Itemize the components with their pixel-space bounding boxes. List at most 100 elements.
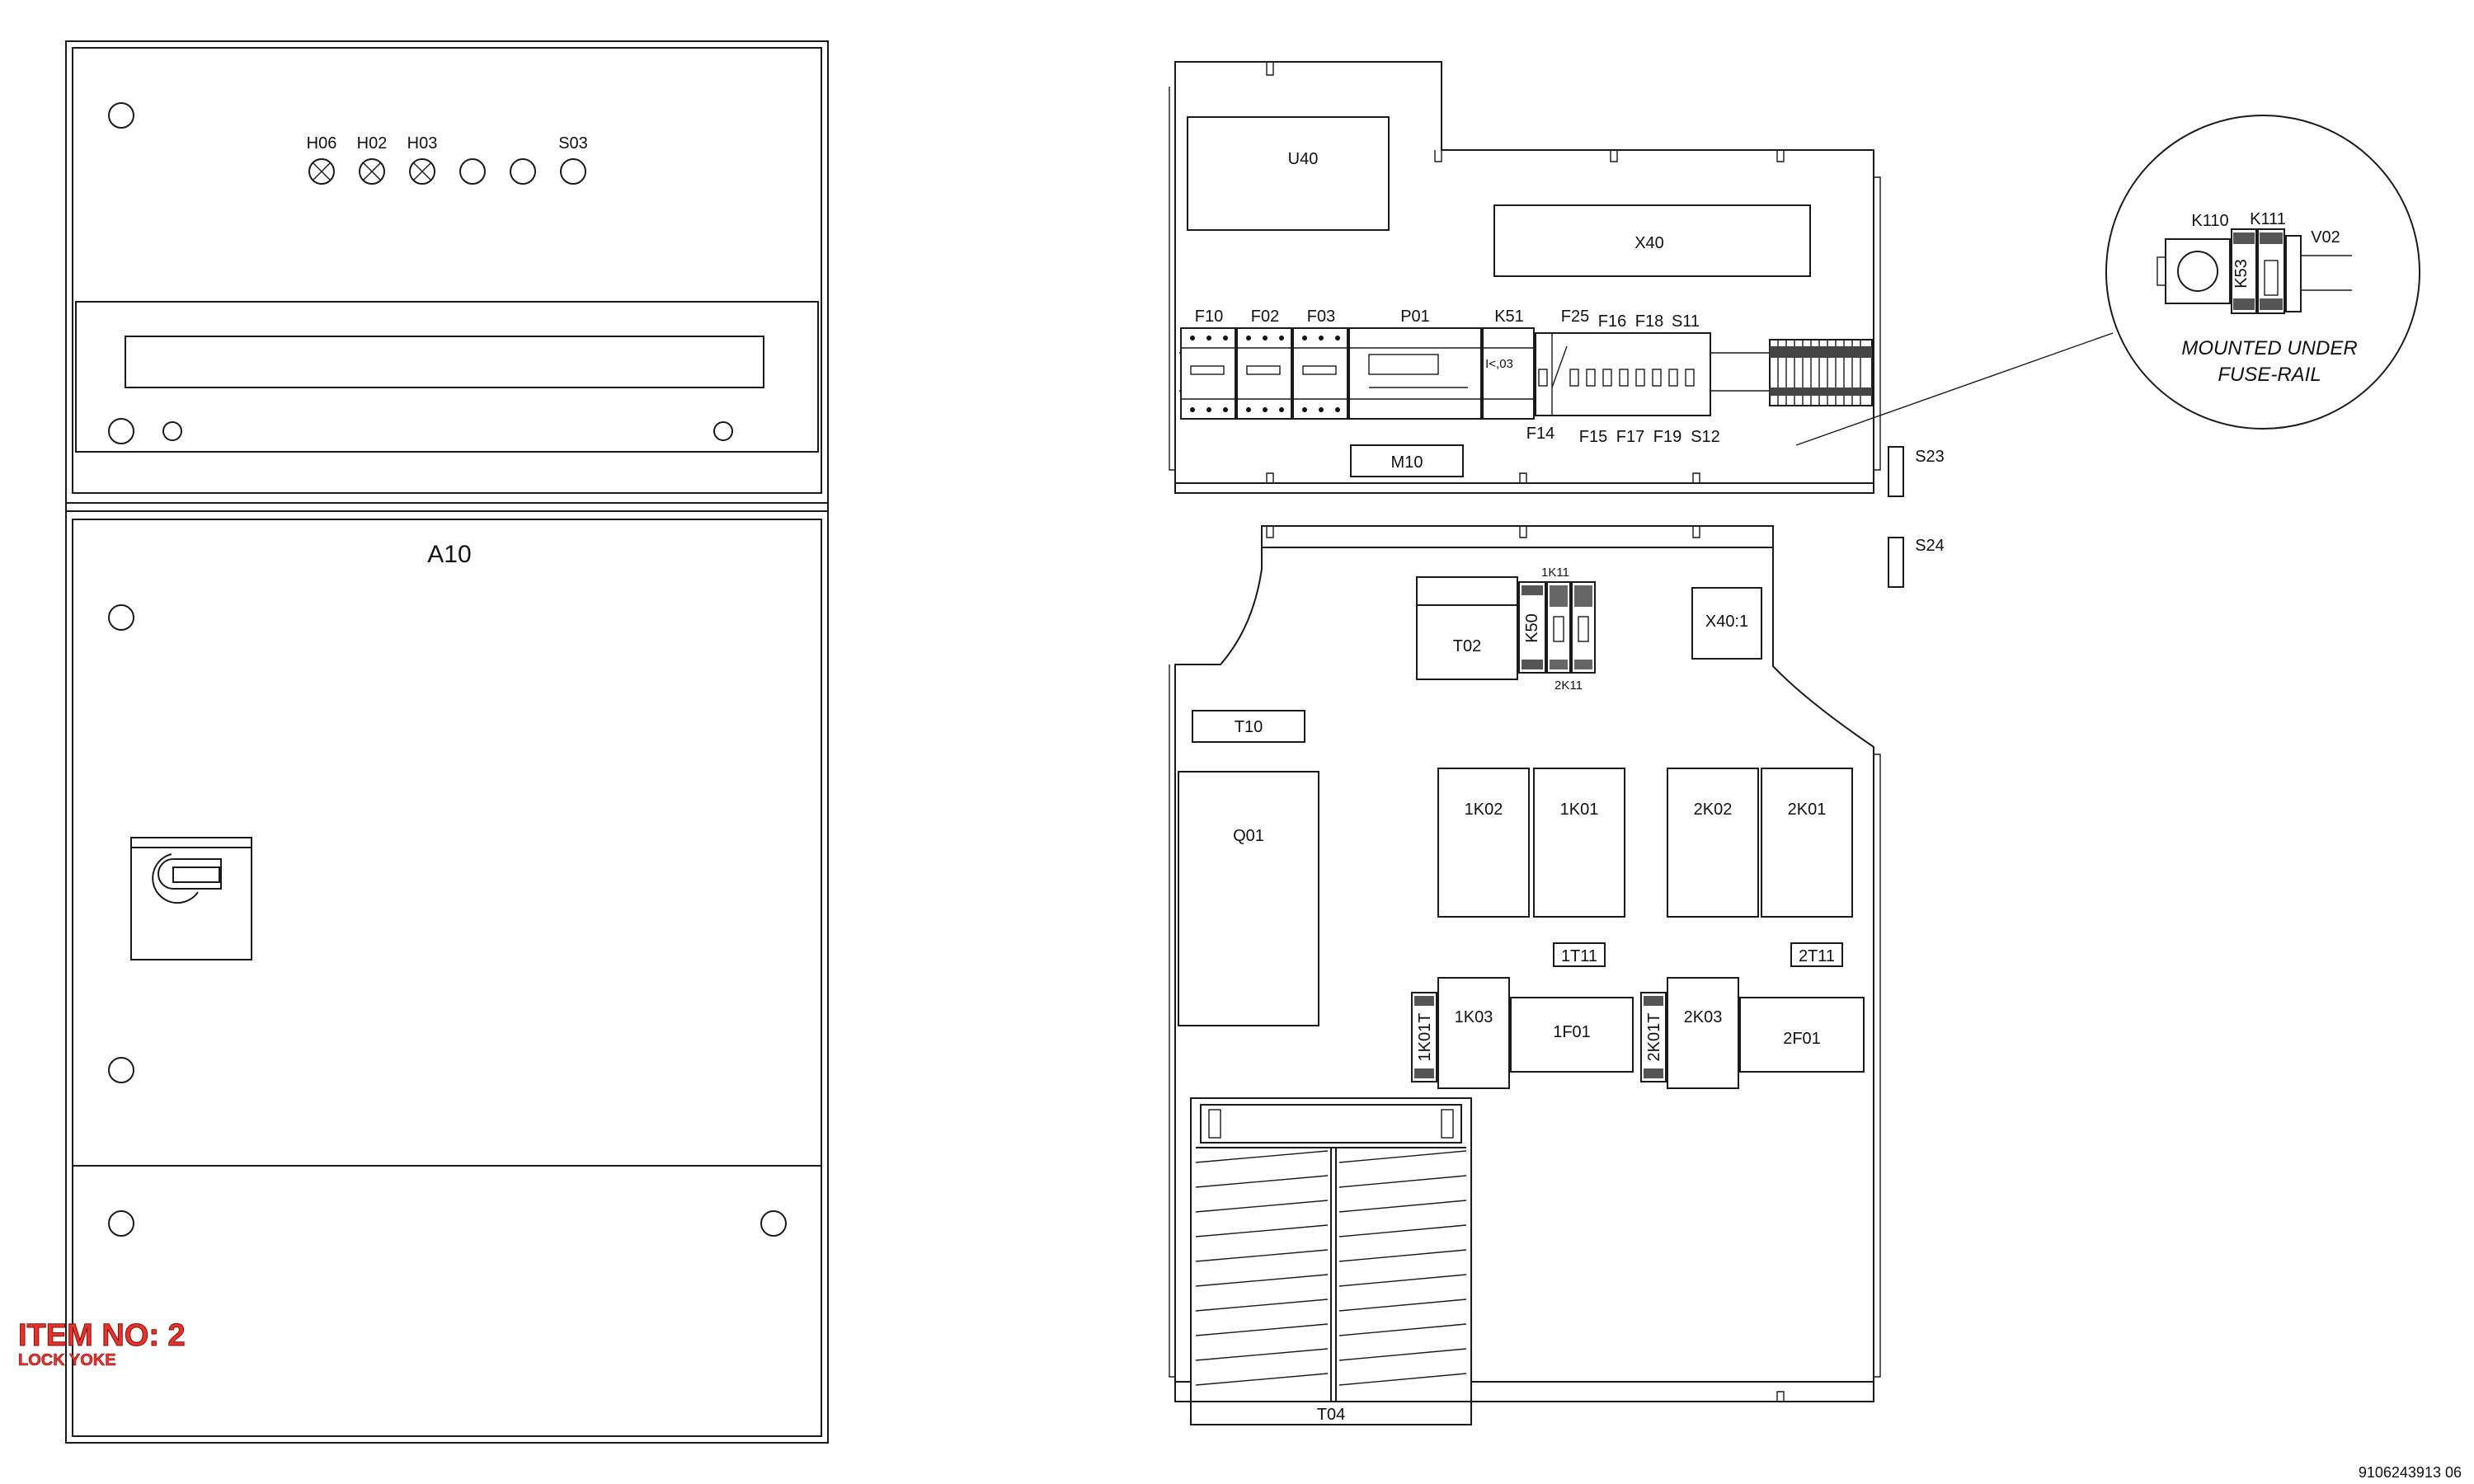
label-k51: K51 — [1494, 308, 1524, 326]
relay-1k01t — [1411, 992, 1437, 1082]
label-1k02: 1K02 — [1465, 801, 1503, 819]
breaker-f02 — [1236, 327, 1292, 420]
label-2k11: 2K11 — [1554, 679, 1583, 693]
label-f19: F19 — [1653, 428, 1681, 446]
component-u40 — [1187, 116, 1390, 231]
relay-2k01t — [1640, 992, 1667, 1082]
main-door-a10 — [72, 519, 822, 1437]
breaker-f10 — [1180, 327, 1236, 420]
contactor-1k02 — [1437, 768, 1530, 918]
label-k50: K50 — [1523, 613, 1541, 643]
label-s12: S12 — [1691, 428, 1720, 446]
upper-plate-outline — [1174, 61, 1874, 494]
breaker-f03 — [1292, 327, 1348, 420]
spare-lamp-hole — [459, 158, 486, 185]
label-t04: T04 — [1317, 1406, 1345, 1424]
transformer-t02 — [1416, 576, 1518, 680]
switch-s03 — [560, 158, 586, 185]
label-k53: K53 — [2232, 259, 2251, 289]
label-f02: F02 — [1251, 308, 1279, 326]
label-k111: K111 — [2250, 210, 2286, 228]
label-f03: F03 — [1307, 308, 1335, 326]
label-f14: F14 — [1526, 425, 1554, 443]
detail-note-line-2: FUSE-RAIL — [2218, 364, 2321, 386]
terminal-block — [1769, 339, 1873, 406]
contactor-2k02 — [1667, 768, 1759, 918]
label-2k01: 2K01 — [1788, 801, 1827, 819]
terminal-x40-1 — [1691, 587, 1762, 660]
label-s03: S03 — [558, 134, 588, 153]
label-u40: U40 — [1288, 150, 1319, 168]
component-t10 — [1192, 710, 1305, 743]
label-x40: X40 — [1634, 234, 1664, 252]
component-2t11 — [1790, 942, 1843, 967]
label-h02: H02 — [357, 134, 388, 153]
label-h03: H03 — [407, 134, 438, 153]
label-f15: F15 — [1579, 428, 1607, 446]
fixing-screw — [108, 102, 134, 129]
label-k51-setting: I<,03 — [1485, 357, 1513, 371]
relay-k51 — [1482, 327, 1535, 420]
top-door — [72, 47, 822, 494]
fixing-screw — [713, 421, 733, 441]
label-2f01: 2F01 — [1783, 1030, 1821, 1048]
fixing-screw — [108, 1057, 134, 1083]
overload-2f01 — [1739, 997, 1865, 1073]
meter-p01 — [1348, 327, 1482, 420]
component-m10 — [1350, 444, 1464, 477]
main-switch-handle — [130, 837, 252, 960]
component-1t11 — [1553, 942, 1606, 967]
lower-plate-outline — [1174, 525, 1874, 1402]
front-view: H06 H02 H03 S03 A10 ITEM NO: 2 LOCK YOKE — [18, 40, 829, 1444]
label-s24: S24 — [1915, 537, 1945, 555]
label-f10: F10 — [1195, 308, 1223, 326]
switch-s23 — [1888, 446, 1904, 497]
label-s11: S11 — [1672, 312, 1700, 331]
fixing-screw — [108, 604, 134, 631]
label-f17: F17 — [1616, 428, 1644, 446]
label-t02: T02 — [1453, 637, 1481, 655]
label-1k01t: 1K01T — [1416, 1013, 1434, 1062]
lower-mounting-plate: T02 K50 1K11 2K11 X40:1 T10 Q01 1K02 — [1169, 525, 1881, 1425]
document-number: 9106243913 06 — [2359, 1464, 2462, 1481]
detail-note-line-1: MOUNTED UNDER — [2181, 337, 2357, 359]
label-m10: M10 — [1391, 453, 1423, 472]
label-2k03: 2K03 — [1684, 1008, 1723, 1026]
relay-k50 — [1518, 581, 1546, 674]
component-x40 — [1493, 204, 1811, 277]
contactor-2k01 — [1761, 768, 1853, 918]
item-number-tag: ITEM NO: 2 — [18, 1318, 186, 1353]
label-2k02: 2K02 — [1694, 801, 1733, 819]
label-t10: T10 — [1235, 718, 1263, 736]
label-1k01: 1K01 — [1560, 801, 1599, 819]
label-1f01: 1F01 — [1553, 1023, 1591, 1041]
detail-view: K110 K111 V02 K53 MOUNTED UNDER FUSE-RAI… — [1795, 115, 2420, 446]
label-p01: P01 — [1400, 308, 1430, 326]
label-q01: Q01 — [1233, 827, 1264, 845]
spare-lamp-hole — [510, 158, 536, 185]
fixing-screw — [162, 421, 182, 441]
indicator-lamp-h02 — [359, 158, 385, 185]
label-2t11: 2T11 — [1799, 947, 1835, 965]
relay-k11-pair — [1546, 581, 1596, 674]
label-1k03: 1K03 — [1455, 1008, 1493, 1026]
fixing-screw — [108, 418, 134, 444]
contactor-1k01 — [1533, 768, 1625, 918]
upper-mounting-plate: U40 X40 F10 F02 F03 — [1169, 61, 1881, 494]
label-h06: H06 — [307, 134, 337, 153]
fixing-screw — [760, 1210, 787, 1237]
switch-s24 — [1888, 537, 1904, 588]
overload-1f01 — [1510, 997, 1634, 1073]
label-1t11: 1T11 — [1561, 947, 1597, 965]
fuse-rail — [1535, 332, 1711, 416]
label-f25: F25 — [1561, 308, 1589, 326]
detail-circle — [2105, 115, 2420, 430]
heatsink-t04 — [1190, 1097, 1472, 1425]
cabinet-outline — [65, 40, 829, 1444]
main-switch-q01 — [1178, 771, 1319, 1026]
label-1k11: 1K11 — [1541, 566, 1569, 580]
indicator-lamp-h03 — [409, 158, 435, 185]
label-2k01t: 2K01T — [1645, 1013, 1663, 1062]
display-window — [125, 336, 764, 388]
